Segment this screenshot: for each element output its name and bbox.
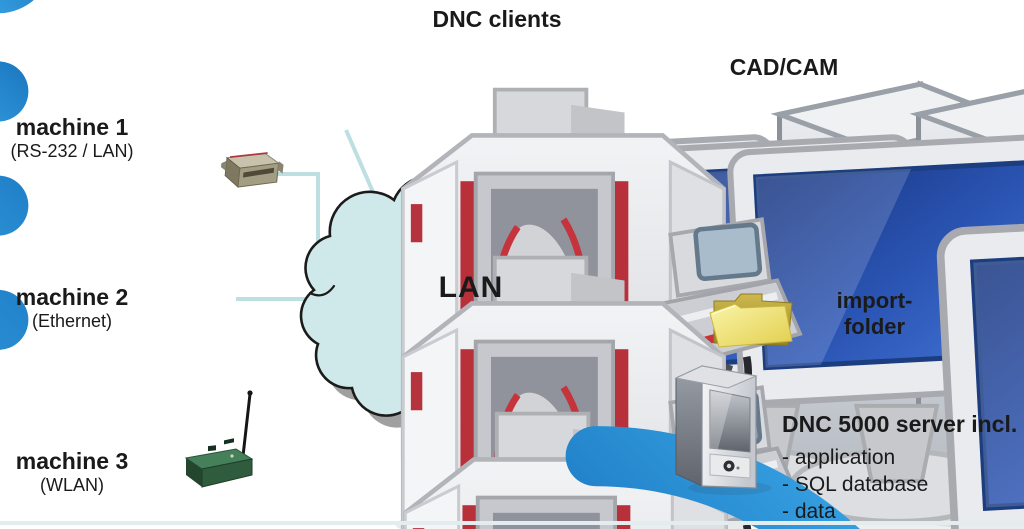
machine-2-label: machine 2 (Ethernet) bbox=[2, 284, 142, 332]
server-icon bbox=[674, 365, 772, 495]
bottom-edge-strip bbox=[0, 521, 1024, 525]
machine-1-label: machine 1 (RS-232 / LAN) bbox=[2, 114, 142, 162]
machine-2-name: machine 2 bbox=[15, 284, 129, 310]
server-item-data: - data bbox=[782, 500, 836, 523]
server-item-application: - application bbox=[782, 446, 896, 469]
folder-icon bbox=[709, 293, 793, 348]
import-folder-line1: import- bbox=[836, 288, 913, 313]
cadcam-label: CAD/CAM bbox=[729, 54, 839, 80]
machine-1-name: machine 1 bbox=[15, 114, 129, 140]
machine-1-connection: (RS-232 / LAN) bbox=[10, 141, 134, 161]
server-title: DNC 5000 server incl. bbox=[782, 411, 1018, 437]
lan-cloud-label: LAN bbox=[438, 271, 504, 304]
diagram-title: DNC clients bbox=[432, 6, 562, 32]
machine-3-name: machine 3 bbox=[15, 448, 129, 474]
server-label: DNC 5000 server incl. - application - SQ… bbox=[782, 411, 1024, 525]
machine-2-connection: (Ethernet) bbox=[31, 311, 113, 331]
machine-3-connection: (WLAN) bbox=[40, 475, 104, 495]
machine-3-label: machine 3 (WLAN) bbox=[2, 448, 142, 496]
server-item-sql: - SQL database bbox=[782, 473, 929, 496]
import-folder-line2: folder bbox=[843, 314, 906, 339]
line-machine1-lan bbox=[265, 172, 320, 252]
wlan-antenna-icon bbox=[184, 390, 254, 488]
rs232-adapter-icon bbox=[220, 152, 284, 188]
import-folder-label: import- folder bbox=[807, 288, 942, 340]
